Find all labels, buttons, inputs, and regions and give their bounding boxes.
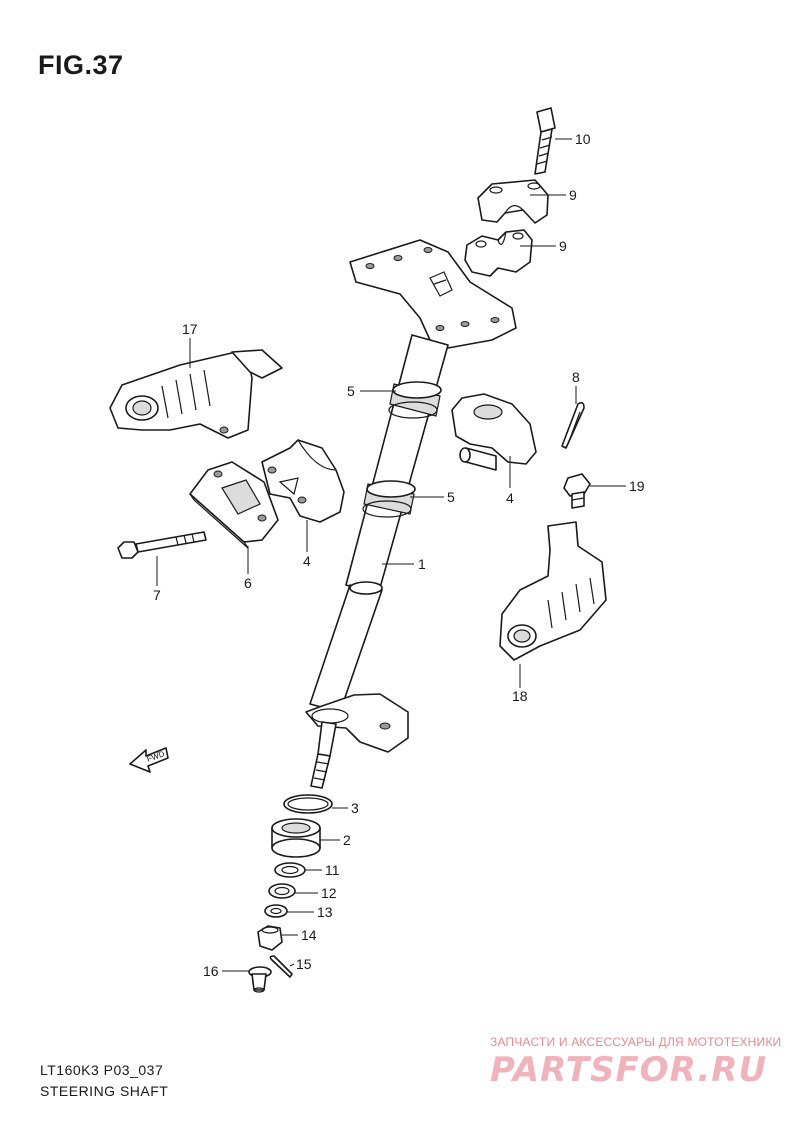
callout-6: 6 [244,575,252,591]
callout-12: 12 [321,885,337,901]
part-12-washer[interactable] [268,883,296,899]
callout-1: 1 [418,556,426,572]
model-code: LT160K3 P03_037 [40,1062,164,1078]
part-8-cotter-pin[interactable] [561,401,585,449]
callout-5-upper: 5 [347,383,355,399]
part-7-bolt[interactable] [117,531,207,559]
callout-17: 17 [182,321,198,337]
watermark-logo: PARTSFOR.RU [490,1050,768,1090]
callout-15: 15 [296,956,312,972]
part-4-left-holder[interactable] [261,439,345,523]
callout-14: 14 [301,927,317,943]
part-10-bolt[interactable] [534,107,556,175]
callout-4-right: 4 [506,490,514,506]
part-9-upper-clamp[interactable] [477,179,549,224]
part-17-bracket[interactable] [109,349,283,439]
figure-name: STEERING SHAFT [40,1083,169,1099]
part-6-holder-pad[interactable] [189,461,279,549]
figure-title: FIG.37 [38,50,124,80]
part-4-right-holder[interactable] [451,393,537,471]
callout-19: 19 [629,478,645,494]
callout-18: 18 [512,688,528,704]
callout-2: 2 [343,832,351,848]
part-18-bracket[interactable] [499,521,607,661]
callout-7: 7 [153,587,161,603]
callout-9-upper: 9 [569,187,577,203]
callout-labels: 10 9 9 17 8 5 5 4 19 4 6 7 1 18 3 2 11 1… [153,131,645,979]
part-15-cotter-pin[interactable] [269,955,293,978]
part-5-lower-bushing[interactable] [362,480,416,518]
part-13-washer[interactable] [264,904,288,918]
part-5-upper-bushing[interactable] [388,381,442,419]
leader-lines [156,138,626,972]
callout-16: 16 [203,963,219,979]
callout-5-lower: 5 [447,489,455,505]
callout-3: 3 [351,800,359,816]
callout-11: 11 [325,862,340,878]
part-9-lower-clamp[interactable] [464,229,533,277]
part-11-washer[interactable] [274,862,306,878]
callout-10: 10 [575,131,591,147]
forward-direction-arrow: FWD [129,747,169,773]
watermark-tagline: ЗАПЧАСТИ И АКСЕССУАРЫ ДЛЯ МОТОТЕХНИКИ [490,1035,782,1049]
callout-4-left: 4 [303,553,311,569]
callout-8: 8 [572,369,580,385]
part-3-circlip[interactable] [283,794,333,814]
part-14-nut[interactable] [257,925,283,951]
callout-9-lower: 9 [559,238,567,254]
callout-13: 13 [317,904,333,920]
part-16-pin[interactable] [248,966,272,993]
part-2-bearing[interactable] [271,818,321,858]
part-19-bolt[interactable] [563,473,591,509]
